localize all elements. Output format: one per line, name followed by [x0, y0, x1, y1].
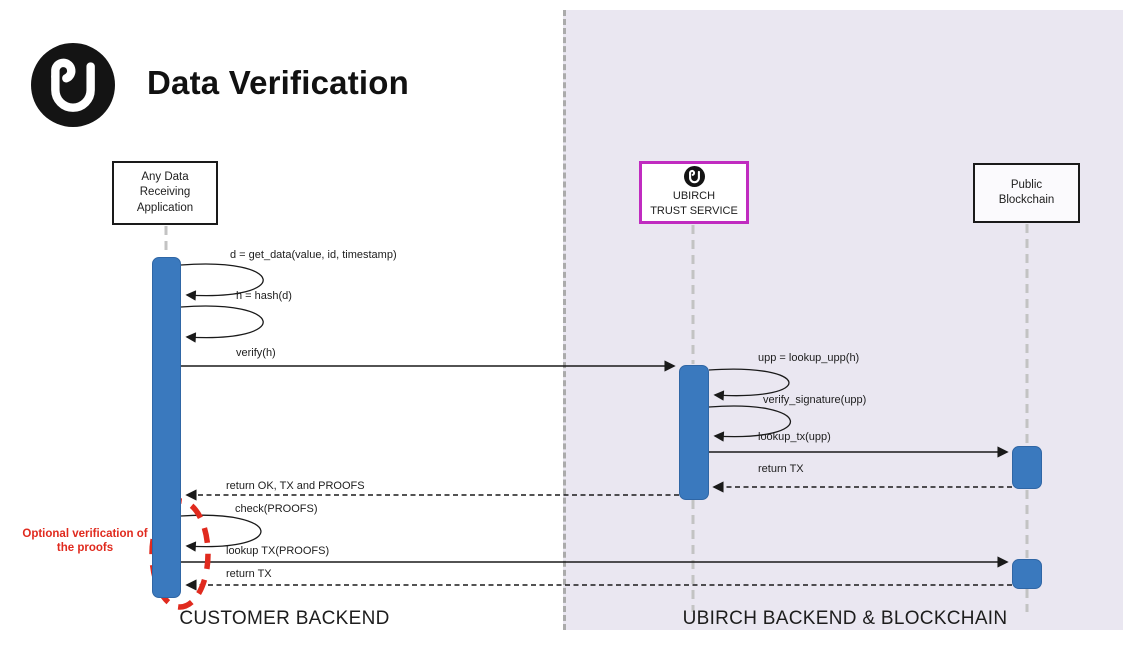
lane-caption-ubirch-backend: UBIRCH BACKEND & BLOCKCHAIN: [682, 608, 1008, 629]
message-verify-signature: verify_signature(upp): [763, 394, 867, 406]
ubirch-backend-lane: [563, 10, 1123, 630]
page-title: Data Verification: [147, 64, 409, 101]
message-hash: h = hash(d): [236, 290, 292, 302]
message-check-proofs: check(PROOFS): [235, 503, 318, 515]
message-return-ok-tx-proofs: return OK, TX and PROOFS: [226, 480, 365, 492]
actor-label-line: Blockchain: [998, 194, 1055, 206]
actor-label-line: TRUST SERVICE: [650, 205, 738, 217]
activation-bar-blockchain-1: [1012, 446, 1042, 489]
lane-caption-customer-backend: CUSTOMER BACKEND: [179, 608, 390, 629]
message-return-tx-2: return TX: [226, 568, 272, 580]
activation-bar-blockchain-2: [1012, 559, 1042, 589]
ubirch-logo-icon: [31, 43, 115, 127]
message-lookup-upp: upp = lookup_upp(h): [758, 352, 860, 364]
optional-verification-note: Optional verification of the proofs: [22, 528, 148, 555]
actor-public-blockchain: Public Blockchain: [973, 163, 1080, 223]
activation-bar-ubirch: [679, 365, 709, 500]
message-return-tx-1: return TX: [758, 463, 804, 475]
actor-label-line: Any Data: [141, 171, 189, 184]
message-lookup-tx-proofs: lookup TX(PROOFS): [226, 545, 330, 557]
actor-label-line: Receiving: [139, 186, 191, 199]
selfloop-hash: [180, 305, 264, 343]
selfloop-check-proofs: [180, 514, 262, 552]
actor-any-data-receiving-application: Any Data Receiving Application: [112, 161, 218, 225]
actor-label-line: Public: [1010, 178, 1043, 191]
message-lookup-tx: lookup_tx(upp): [758, 431, 831, 443]
actor-label-line: Application: [136, 201, 194, 214]
message-get-data: d = get_data(value, id, timestamp): [230, 249, 397, 261]
actor-ubirch-trust-service: UBIRCH TRUST SERVICE: [639, 161, 749, 224]
ubirch-logo-icon: [683, 166, 705, 188]
message-verify: verify(h): [236, 347, 276, 359]
actor-label-line: UBIRCH: [672, 190, 716, 203]
activation-bar-app: [152, 257, 181, 598]
